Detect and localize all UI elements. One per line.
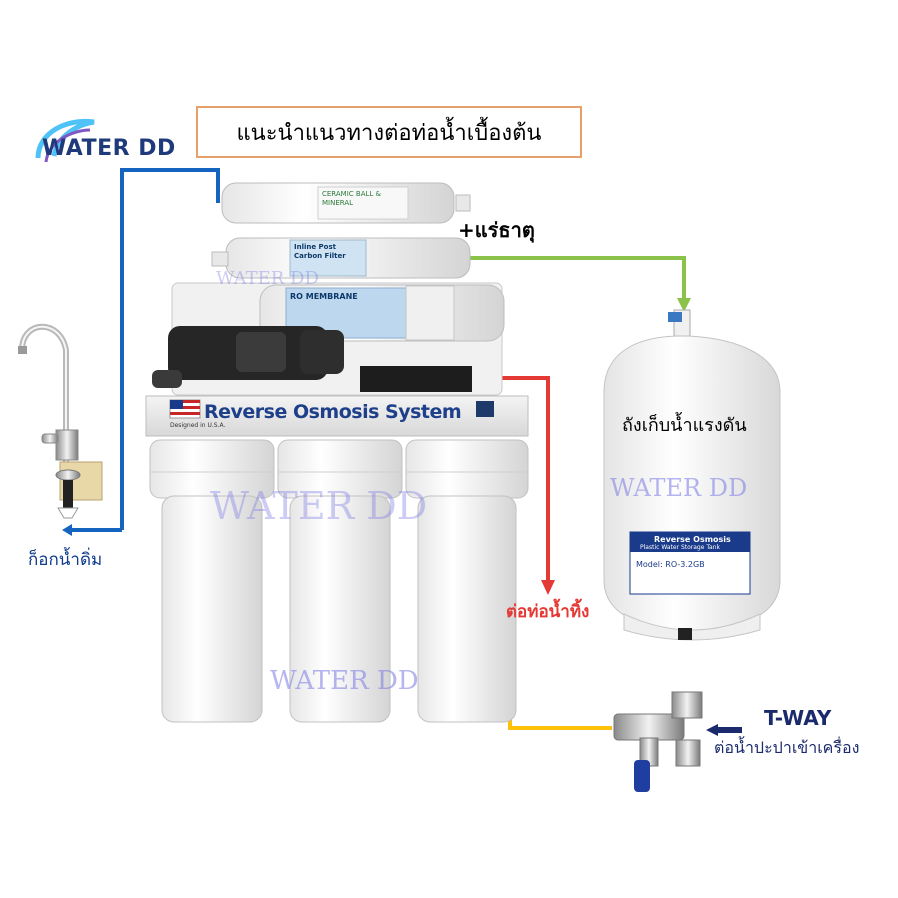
usa-flag-icon [169,399,201,419]
t-way-valve [613,691,742,792]
feed-line [62,168,220,536]
post-carbon-filter [211,237,471,279]
faucet [18,323,103,519]
watermark: WATER DD [210,484,428,528]
filter-housing-1 [149,439,275,723]
page-title: แนะนำแนวทางต่อท่อน้ำเบื้องต้น [236,120,542,146]
carbon-filter-label: Inline Post Carbon Filter [294,243,346,260]
tank-sticker-model: Model: RO-3.2GB [636,560,705,569]
filter-housing-2 [277,439,403,723]
brand-logo: WATER DD [28,112,178,192]
tank-label: ถังเก็บน้ำแรงดัน [622,415,747,436]
unit-banner [145,395,529,437]
booster-pump [152,326,472,392]
ceramic-mineral-filter [221,182,471,224]
tway-title: T-WAY [764,706,832,730]
logo-text: WATER DD [42,136,176,161]
drain-line [488,376,555,595]
membrane-label: RO MEMBRANE [290,292,358,301]
ceramic-filter-label: CERAMIC BALL & MINERAL [322,190,381,207]
designed-in-label: Designed in U.S.A. [170,422,226,429]
watermark: WATER DD [270,666,419,696]
quality-badge [476,401,494,417]
drain-label: ต่อท่อน้ำทิ้ง [506,602,590,622]
pressure-tank [603,309,781,641]
mineral-label: +แร่ธาตุ [458,218,535,242]
tank-sticker-subtitle: Plastic Water Storage Tank [640,544,720,551]
tway-description: ต่อน้ำปะปาเข้าเครื่อง [714,738,860,757]
output-line [470,256,691,312]
unit-banner-text: Reverse Osmosis System [204,401,462,423]
tank-sticker-title: Reverse Osmosis [654,535,731,544]
watermark: WATER DD [610,474,748,502]
wave-logo-icon [35,118,95,163]
faucet-label: ก็อกน้ำดิ่ม [28,550,103,570]
ro-membrane [259,284,505,342]
watermark: WATER DD [216,268,319,289]
ro-unit [145,182,529,723]
title-box: แนะนำแนวทางต่อท่อน้ำเบื้องต้น [196,106,582,158]
filter-housing-3 [405,439,529,723]
